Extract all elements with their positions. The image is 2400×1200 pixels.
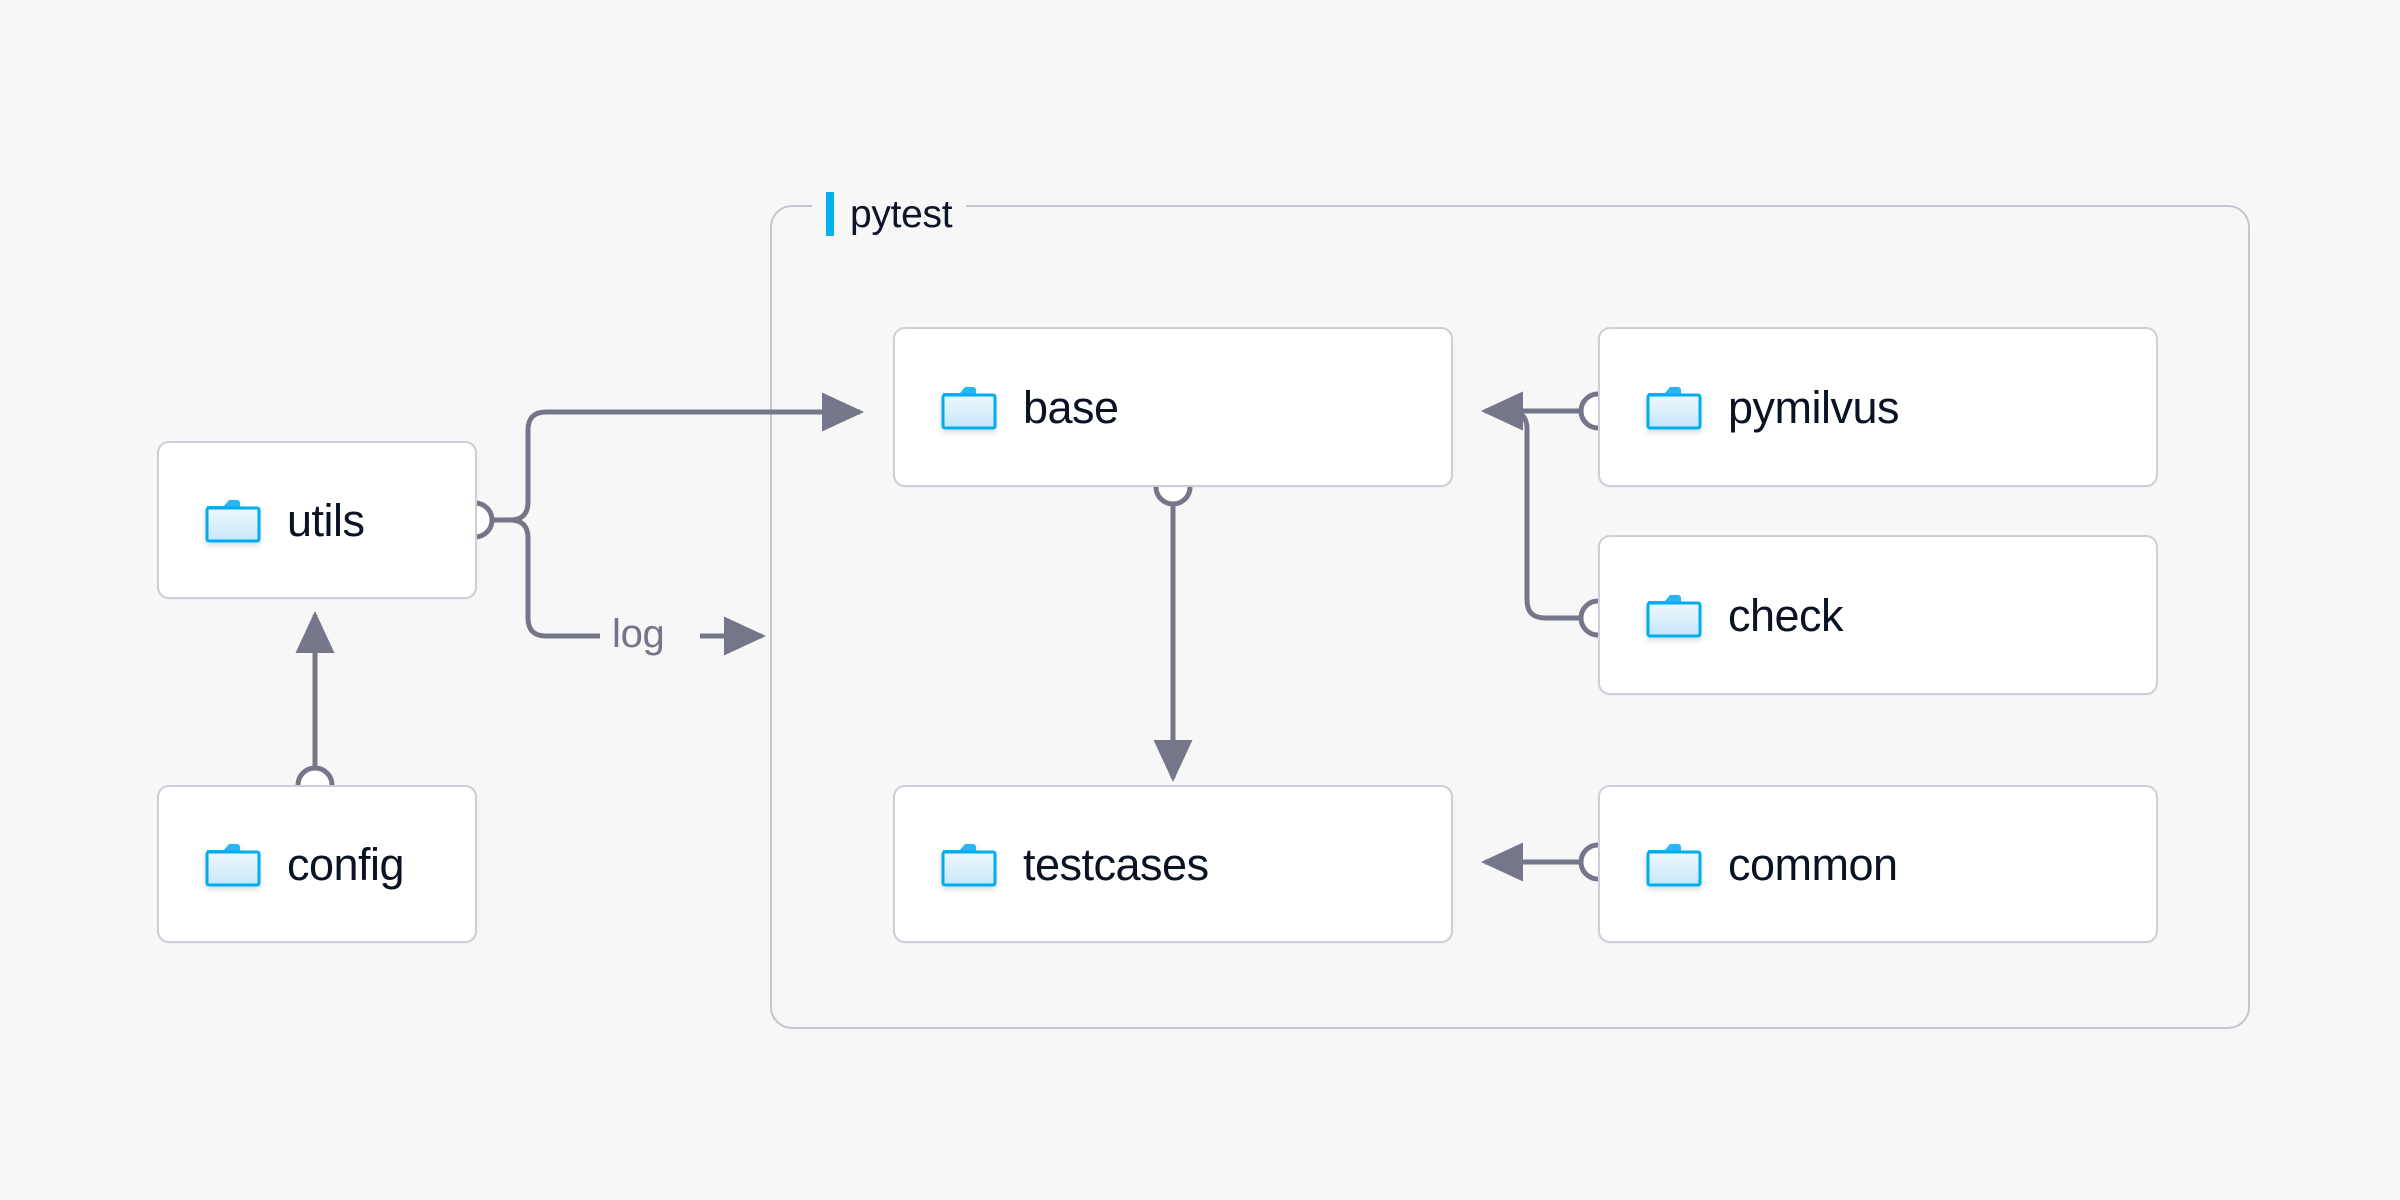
folder-icon — [1646, 844, 1702, 887]
node-config[interactable]: config — [157, 785, 477, 943]
node-testcases[interactable]: testcases — [893, 785, 1453, 943]
folder-icon — [941, 387, 997, 430]
node-label-base: base — [1023, 381, 1119, 433]
edge-label-log: log — [602, 614, 675, 654]
folder-icon — [205, 844, 261, 887]
folder-icon — [1646, 387, 1702, 430]
group-container-pytest[interactable] — [770, 205, 2250, 1029]
group-accent-bar — [826, 192, 834, 236]
edge-config-to-utils — [295, 610, 335, 805]
folder-icon — [1646, 595, 1702, 638]
node-label-config: config — [287, 838, 405, 890]
node-label-utils: utils — [287, 494, 365, 546]
folder-icon — [205, 500, 261, 543]
node-label-pymilvus: pymilvus — [1728, 381, 1900, 433]
node-label-check: check — [1728, 589, 1844, 641]
node-check[interactable]: check — [1598, 535, 2158, 695]
node-base[interactable]: base — [893, 327, 1453, 487]
node-pymilvus[interactable]: pymilvus — [1598, 327, 2158, 487]
group-label-pytest: pytest — [812, 192, 967, 236]
folder-icon — [941, 844, 997, 887]
node-utils[interactable]: utils — [157, 441, 477, 599]
node-common[interactable]: common — [1598, 785, 2158, 943]
group-label-text: pytest — [850, 192, 953, 236]
node-label-common: common — [1728, 838, 1898, 890]
node-label-testcases: testcases — [1023, 838, 1209, 890]
